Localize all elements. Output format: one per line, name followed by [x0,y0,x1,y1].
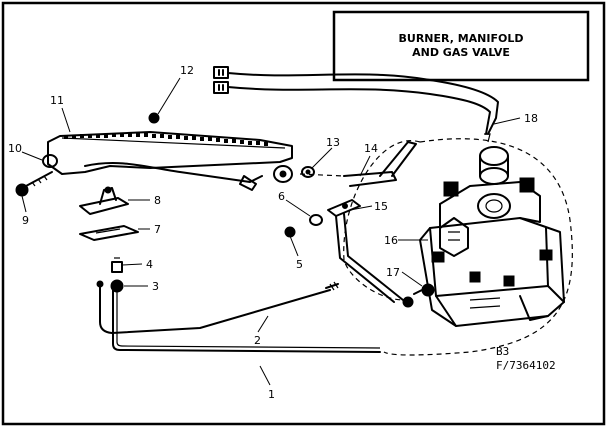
nut-part-5 [284,226,296,238]
callout-8: 8 [154,194,161,207]
wire-harness [213,66,499,143]
fitting-part-4 [111,257,123,273]
callout-10: 10 [8,142,22,155]
callout-5: 5 [296,258,303,271]
title-line-1: BURNER, MANIFOLD [399,32,524,45]
callout-4: 4 [146,258,153,271]
callout-6: 6 [278,190,285,203]
burner-ports [64,133,268,146]
bracket-part-8 [79,186,129,215]
callout-12: 12 [180,64,194,77]
pilot-tube-part-2 [96,280,339,334]
callout-16: 16 [384,234,398,247]
assembly-dashed-line [343,138,573,356]
callout-7: 7 [154,223,161,236]
callout-18: 18 [524,112,538,125]
callout-1: 1 [268,388,275,401]
callout-14: 14 [364,142,378,155]
assembly-dashed-line-2 [299,173,345,177]
callout-9: 9 [22,214,29,227]
nut-part-12 [148,112,160,124]
gas-valve-part-16 [419,146,565,327]
callout-11: 11 [50,94,64,107]
callout-2: 2 [254,334,261,347]
reference-line-2: F/7364102 [496,359,556,372]
screw-part-9 [15,171,53,197]
callout-labels: 1 2 3 4 5 6 7 8 9 10 11 12 13 14 15 16 1… [8,64,538,401]
thermocouple-part-1 [112,289,381,353]
callout-3: 3 [152,280,159,293]
washer-part-10 [42,154,58,168]
bracket-part-14 [343,141,417,187]
manifold-part-15 [327,199,414,308]
nut-part-6 [309,214,323,226]
burner-part-11 [47,131,293,191]
title-line-2: AND GAS VALVE [412,46,510,59]
nut-part-13 [301,166,315,178]
callout-17: 17 [386,266,400,279]
fitting-part-17 [413,283,435,297]
callout-15: 15 [374,200,388,213]
callout-13: 13 [326,136,340,149]
title-box [332,10,590,82]
reference-line-1: B3 [496,345,509,358]
gasket-part-7 [79,225,139,241]
leader-lines [21,77,521,386]
